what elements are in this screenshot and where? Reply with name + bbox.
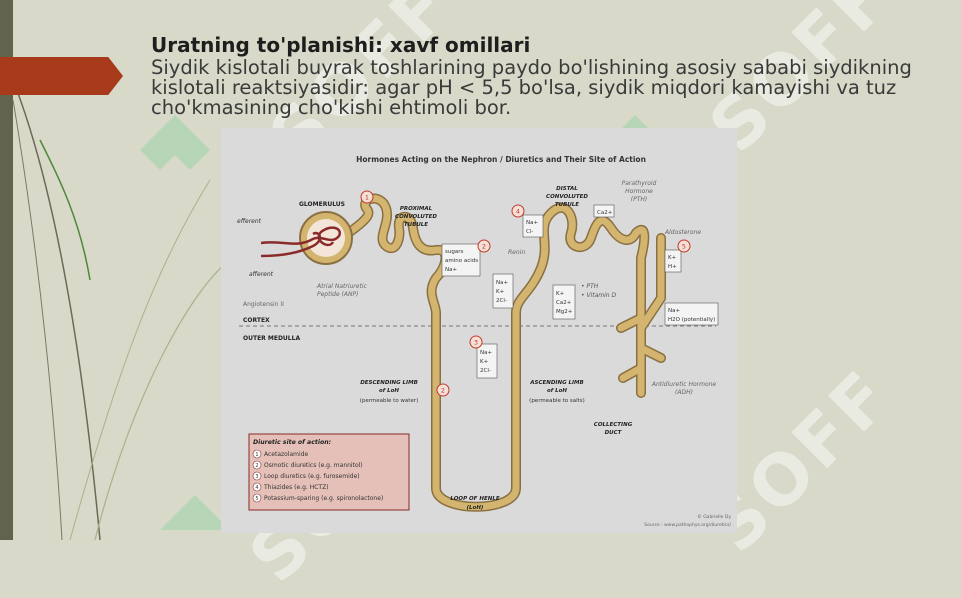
svg-text:sugars: sugars — [445, 249, 463, 255]
site-marker-number: 3 — [474, 339, 478, 347]
svg-text:Cl-: Cl- — [526, 229, 533, 235]
ion-box-na-k-cl-lower: Na+ K+ 2Cl- — [476, 343, 498, 379]
ion-box-na-k-cl-upper: Na+ K+ 2Cl- — [492, 273, 514, 309]
svg-text:3: 3 — [255, 474, 258, 480]
desc-limb-label-3: (permeable to water) — [360, 398, 419, 404]
efferent-label: efferent — [237, 218, 262, 225]
svg-text:2Cl-: 2Cl- — [480, 368, 491, 374]
asc-limb-label-1: ASCENDING LIMB — [529, 380, 583, 386]
angiotensin-label: Angiotensin II — [243, 301, 284, 308]
pth-label-2: Hormone — [625, 188, 653, 195]
svg-text:4: 4 — [255, 485, 258, 491]
legend-item: Osmotic diuretics (e.g. mannitol) — [264, 462, 363, 469]
vitamin-d-bullet: • Vitamin D — [581, 292, 616, 299]
glomerulus — [260, 211, 353, 265]
ion-box-sugars: sugars amino acids Na+ — [441, 243, 481, 277]
glomerulus-label: GLOMERULUS — [299, 201, 345, 208]
svg-text:2: 2 — [255, 463, 258, 469]
site-marker — [360, 190, 691, 397]
figure-title: Hormones Acting on the Nephron / Diureti… — [356, 155, 646, 164]
afferent-label: afferent — [249, 271, 274, 278]
svg-text:K+: K+ — [480, 359, 489, 365]
svg-text:Ca2+: Ca2+ — [556, 300, 572, 306]
svg-text:H+: H+ — [668, 264, 677, 270]
ion-box-ca: Ca2+ — [593, 204, 615, 218]
loop-label-1: LOOP OF HENLE — [450, 496, 499, 502]
legend-title: Diuretic site of action: — [253, 438, 331, 446]
pth-label-3: (PTH) — [631, 196, 647, 203]
collecting-duct-label-1: COLLECTING — [594, 422, 633, 428]
svg-text:5: 5 — [255, 496, 258, 502]
legend-item: Thiazides (e.g. HCTZ) — [263, 484, 329, 491]
site-marker-number: 4 — [516, 208, 520, 216]
site-marker-number: 2 — [441, 387, 445, 395]
outer-medulla-label: OUTER MEDULLA — [243, 335, 300, 342]
copyright-text: © Gabrielle Dy — [697, 513, 731, 520]
title-arrow — [0, 57, 123, 95]
asc-limb-label-2: of LoH — [547, 388, 567, 394]
svg-text:2Cl-: 2Cl- — [496, 298, 507, 304]
source-text: Source : www.pathophys.org/diuretics/ — [644, 522, 731, 528]
anp-label-1: Atrial Natriuretic — [316, 283, 367, 290]
svg-text:amino acids: amino acids — [445, 258, 478, 264]
aldosterone-label: Aldosterone — [664, 229, 701, 236]
nephron-figure: Hormones Acting on the Nephron / Diureti… — [221, 128, 737, 533]
svg-text:K+: K+ — [556, 291, 565, 297]
asc-limb-label-3: (permeable to salts) — [529, 398, 585, 404]
loop-label-2: (LoH) — [467, 505, 484, 511]
legend-item: Potassium-sparing (e.g. spironolactone) — [264, 495, 383, 502]
svg-text:Na+: Na+ — [496, 280, 508, 286]
site-marker-number: 5 — [682, 243, 686, 251]
adh-label-1: Antidiuretic Hormone — [651, 381, 717, 388]
svg-text:Na+: Na+ — [668, 308, 680, 314]
diuretic-legend: Diuretic site of action: 1 Acetazolamide… — [248, 433, 410, 511]
desc-limb-label-1: DESCENDING LIMB — [360, 380, 418, 386]
anp-label-2: Peptide (ANP) — [317, 291, 358, 298]
pth-bullet: • PTH — [581, 283, 599, 290]
pth-label-1: Parathyroid — [622, 180, 657, 187]
cortex-label: CORTEX — [243, 317, 270, 324]
slide-body: Siydik kislotali buyrak toshlarining pay… — [151, 56, 912, 119]
site-marker-number: 2 — [482, 243, 486, 251]
left-accent-bar — [0, 0, 13, 540]
adh-label-2: (ADH) — [675, 389, 693, 396]
pct-label-3: TUBULE — [404, 222, 428, 228]
renin-label: Renin — [508, 249, 525, 256]
svg-text:K+: K+ — [668, 255, 677, 261]
dct-label-2: CONVOLUTED — [546, 194, 588, 200]
legend-item: Loop diuretics (e.g. furosemide) — [264, 473, 360, 480]
ion-box-na-cl: Na+ Cl- — [522, 214, 544, 238]
ion-box-na-h2o: Na+ H2O (potentially) — [664, 302, 719, 326]
svg-text:K+: K+ — [496, 289, 505, 295]
site-marker-number: 1 — [365, 194, 369, 202]
dct-label-3: TUBULE — [555, 202, 579, 208]
dct-label-1: DISTAL — [556, 186, 578, 192]
pct-label-1: PROXIMAL — [400, 206, 433, 212]
svg-text:Mg2+: Mg2+ — [556, 309, 573, 315]
svg-text:Na+: Na+ — [445, 267, 457, 273]
ion-box-k-ca-mg: K+ Ca2+ Mg2+ — [552, 284, 576, 320]
svg-text:1: 1 — [255, 452, 258, 458]
svg-text:Na+: Na+ — [480, 350, 492, 356]
svg-text:Na+: Na+ — [526, 220, 538, 226]
desc-limb-label-2: of LoH — [379, 388, 399, 394]
collecting-duct-label-2: DUCT — [605, 430, 623, 436]
pct-label-2: CONVOLUTED — [395, 214, 437, 220]
svg-text:H2O (potentially): H2O (potentially) — [668, 317, 715, 323]
slide-title: Uratning to'planishi: xavf omillari — [151, 33, 531, 57]
legend-item: Acetazolamide — [264, 451, 309, 458]
ion-box-k-h: K+ H+ — [664, 249, 682, 273]
svg-text:Ca2+: Ca2+ — [597, 210, 613, 216]
